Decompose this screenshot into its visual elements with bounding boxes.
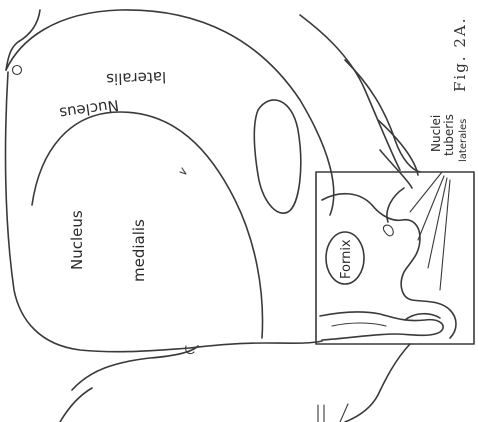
figure-caption: Fig. 2A. [451, 17, 469, 93]
infundibulum-inner [332, 323, 386, 326]
small-circle-marker [13, 66, 22, 75]
nuclei-tuberis-label-3: laterales [458, 119, 469, 162]
lower-left-contour [72, 346, 198, 390]
infundibulum-stalk [320, 312, 443, 340]
lower-left-ridge [60, 388, 92, 422]
upper-right-contour [300, 15, 400, 170]
nucleus-medialis-label-1: Nucleus [68, 210, 86, 270]
lower-right-contour [345, 344, 410, 422]
base-contour [190, 341, 322, 348]
lateral-nucleus-outline [6, 10, 334, 215]
nucleus-medialis-label-2: medialis [130, 219, 148, 282]
hypophysis-contour [405, 314, 440, 320]
tuberis-pointer-4 [440, 180, 450, 290]
optic-tract-lower [380, 150, 412, 188]
bottom-tick-3 [340, 404, 348, 422]
ventricle-oval [254, 100, 301, 213]
tuber-small-oval [383, 225, 393, 236]
ventricle-lower-contour [387, 188, 404, 222]
medial-nucleus-arrow [180, 168, 186, 174]
nucleus-lateralis-label-1: Nucleus [58, 96, 120, 122]
nuclei-tuberis-label-1: Nuclei [429, 115, 443, 152]
nucleus-lateralis-label-2: lateralis [106, 68, 167, 88]
nuclei-tuberis-label-2: tuberis [442, 114, 456, 156]
fornix-label: Fornix [339, 239, 354, 279]
